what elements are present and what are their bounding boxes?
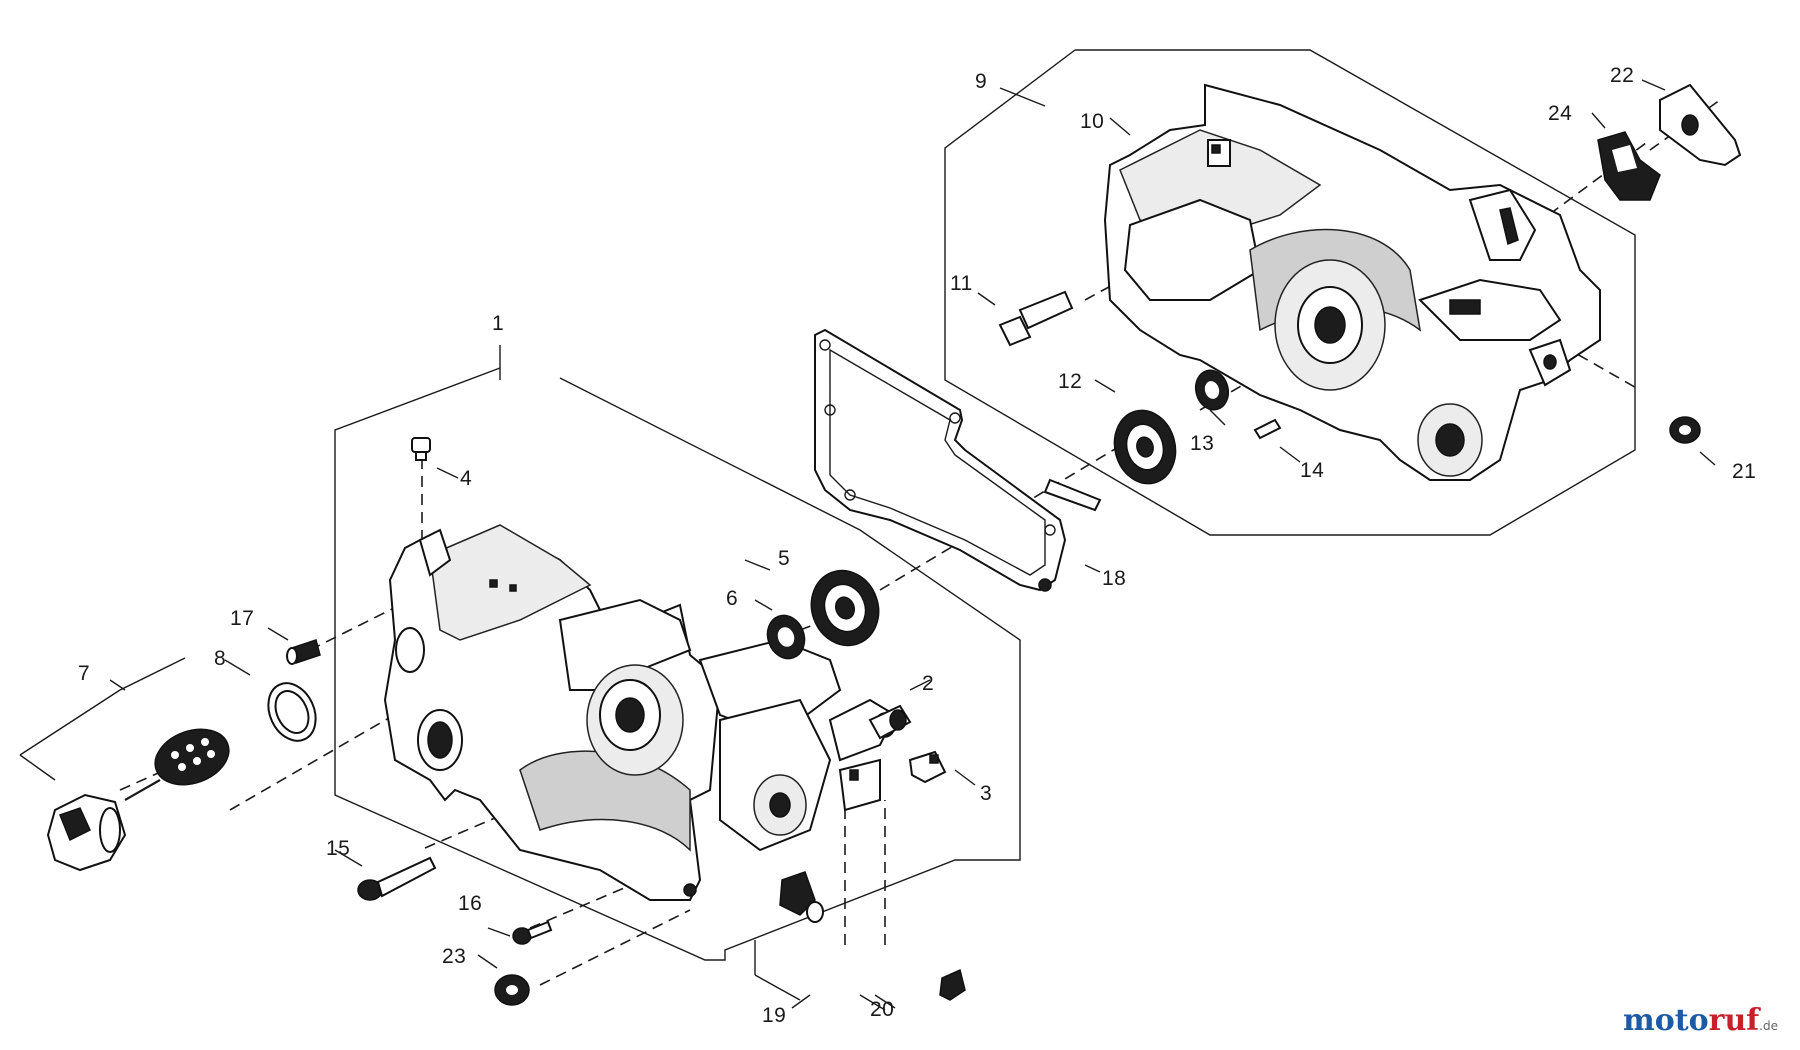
callout-10: 10 [1080, 110, 1104, 133]
bolt-part-4 [411, 437, 431, 461]
watermark-part-3: .de [1759, 1019, 1778, 1033]
fitting-part-19 [779, 871, 824, 923]
pin-part-14 [1253, 418, 1282, 440]
callout-22: 22 [1610, 64, 1634, 87]
callout-23: 23 [442, 945, 466, 968]
callout-1: 1 [492, 312, 504, 335]
callout-labels: 1 2 3 4 5 6 7 8 9 10 11 12 13 14 15 16 1… [78, 64, 1756, 1027]
oring-part-8 [267, 682, 317, 742]
crankcase-left-part [383, 524, 897, 901]
clip-part-3 [908, 750, 947, 784]
callout-13: 13 [1190, 432, 1214, 455]
callout-4: 4 [460, 467, 472, 490]
watermark-part-1: moto [1623, 1003, 1709, 1038]
cover-part-22 [1659, 83, 1742, 167]
callout-5: 5 [778, 547, 790, 570]
callout-14: 14 [1300, 459, 1324, 482]
bearing-part-12 [1113, 409, 1177, 485]
group-frame-9 [944, 49, 1636, 536]
seal-part-6 [766, 614, 806, 660]
filter-part-7 [46, 728, 230, 872]
callout-19: 19 [762, 1004, 786, 1027]
bolt-part-15 [357, 856, 437, 901]
nut-part-23 [494, 974, 530, 1006]
callout-12: 12 [1058, 370, 1082, 393]
callout-15: 15 [326, 837, 350, 860]
callout-17: 17 [230, 607, 254, 630]
screw-part-16 [512, 920, 553, 945]
screw-part-17 [286, 639, 321, 665]
callout-11: 11 [950, 272, 973, 295]
callout-18: 18 [1102, 567, 1126, 590]
seal-part-13 [1194, 369, 1230, 411]
callout-21: 21 [1732, 460, 1756, 483]
callout-2: 2 [922, 672, 934, 695]
watermark-part-2: ruf [1708, 1003, 1760, 1038]
watermark-logo: motoruf.de [1623, 1003, 1778, 1038]
callout-6: 6 [726, 587, 738, 610]
group-frame-1 [334, 345, 1021, 961]
plug-part-2 [868, 704, 912, 740]
callout-20: 20 [870, 998, 894, 1021]
cap-part-21 [1669, 416, 1701, 444]
bolt-part-11 [998, 290, 1074, 347]
gasket-part [814, 328, 1102, 592]
leader-lines [19, 79, 1716, 1011]
bracket-part-24 [1597, 131, 1661, 201]
callout-16: 16 [458, 892, 482, 915]
callout-24: 24 [1548, 102, 1572, 125]
callout-7: 7 [78, 662, 90, 685]
cap-part-20 [939, 968, 966, 1001]
crankcase-right-part [1103, 83, 1601, 481]
callout-9: 9 [975, 70, 987, 93]
callout-8: 8 [214, 647, 226, 670]
callout-3: 3 [980, 782, 992, 805]
bearing-part-5 [810, 569, 880, 647]
